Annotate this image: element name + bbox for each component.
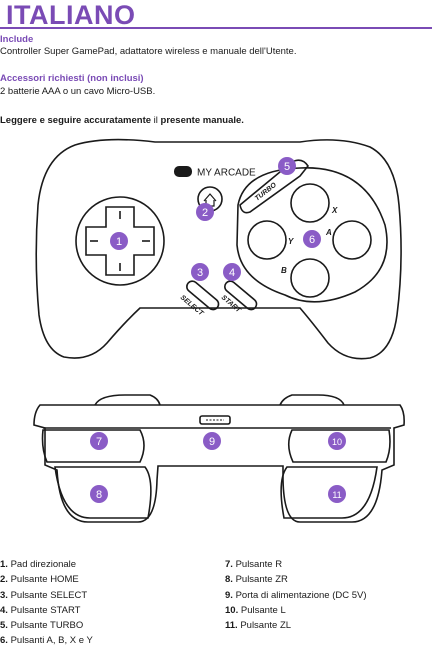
button-l[interactable] [287,429,391,463]
badge-8 [90,485,108,503]
badge-8-label: 8 [96,489,102,501]
badge-6-label: 6 [309,234,315,246]
badge-5 [278,157,296,175]
legend-item: 6. Pulsanti A, B, X e Y [0,635,93,647]
badge-2 [196,203,214,221]
badge-10-label: 10 [332,437,342,447]
button-zl[interactable] [280,466,378,519]
badge-4 [223,263,241,281]
button-b-label: B [281,266,287,275]
controller-front-view [33,394,405,523]
button-y-label: Y [288,237,294,246]
turbo-label: TURBO [254,181,278,202]
legend-item: 8. Pulsante ZR [225,574,288,586]
button-x-label: X [331,206,338,215]
legend-item: 3. Pulsante SELECT [0,589,88,601]
button-b[interactable] [290,258,330,298]
badges: 1 2 3 4 5 6 7 8 9 10 11 [90,157,346,503]
badge-10 [328,432,346,450]
notice: Leggere e seguire accuratamente il prese… [0,115,244,126]
start-button[interactable] [223,279,259,312]
legend-right: 7. Pulsante R 8. Pulsante ZR 9. Porta di… [225,557,367,633]
legend-item: 4. Pulsante START [0,604,81,616]
include-heading: Include [0,34,34,45]
button-y[interactable] [247,220,287,260]
accessories-text: 2 batterie AAA o un cavo Micro-USB. [0,86,156,97]
front-body-outline [33,404,405,523]
badge-11-label: 11 [332,490,341,500]
button-a-label: A [325,228,332,237]
brand-name: MY ARCADE [197,168,256,179]
start-label: START [220,294,242,314]
turbo-button[interactable] [239,159,309,214]
badge-7 [90,432,108,450]
legend-left: 1. Pad direzionale 2. Pulsante HOME 3. P… [0,557,93,649]
badge-3-label: 3 [197,267,203,279]
brand-logo-icon [174,166,192,177]
notice-plain: il [151,115,161,126]
legend-item: 5. Pulsante TURBO [0,620,84,632]
badge-1 [110,232,128,250]
badge-11 [328,485,346,503]
accessories-heading: Accessori richiesti (non inclusi) [0,73,144,84]
include-text: Controller Super GamePad, adattatore wir… [0,46,297,57]
legend-item: 10. Pulsante L [225,604,286,616]
legend-item: 9. Porta di alimentazione (DC 5V) [225,589,367,601]
legend-item: 11. Pulsante ZL [225,620,292,632]
badge-9-label: 9 [209,436,215,448]
badge-4-label: 4 [229,267,235,279]
select-label: SELECT [179,294,205,318]
select-button[interactable] [185,279,221,312]
page-title: ITALIANO [6,0,136,30]
title-underline [0,27,432,29]
notice-bold-1: Leggere e seguire accuratamente [0,115,152,126]
legend-item: 2. Pulsante HOME [0,574,79,586]
button-a[interactable] [332,220,372,260]
badge-7-label: 7 [96,436,102,448]
badge-6 [303,230,321,248]
badge-5-label: 5 [284,161,290,173]
badge-1-label: 1 [116,236,122,248]
legend-item: 7. Pulsante R [225,559,283,570]
button-r[interactable] [41,429,145,463]
power-port [199,415,231,425]
legend-item: 1. Pad direzionale [0,559,77,570]
badge-9 [203,432,221,450]
button-x[interactable] [290,183,330,223]
badge-2-label: 2 [202,207,208,219]
dpad-icon [85,206,155,276]
notice-bold-2: presente manuale. [160,115,244,126]
controller-body-outline [35,138,402,360]
button-zr[interactable] [54,466,152,519]
dpad-ring [75,196,165,286]
badge-3 [191,263,209,281]
